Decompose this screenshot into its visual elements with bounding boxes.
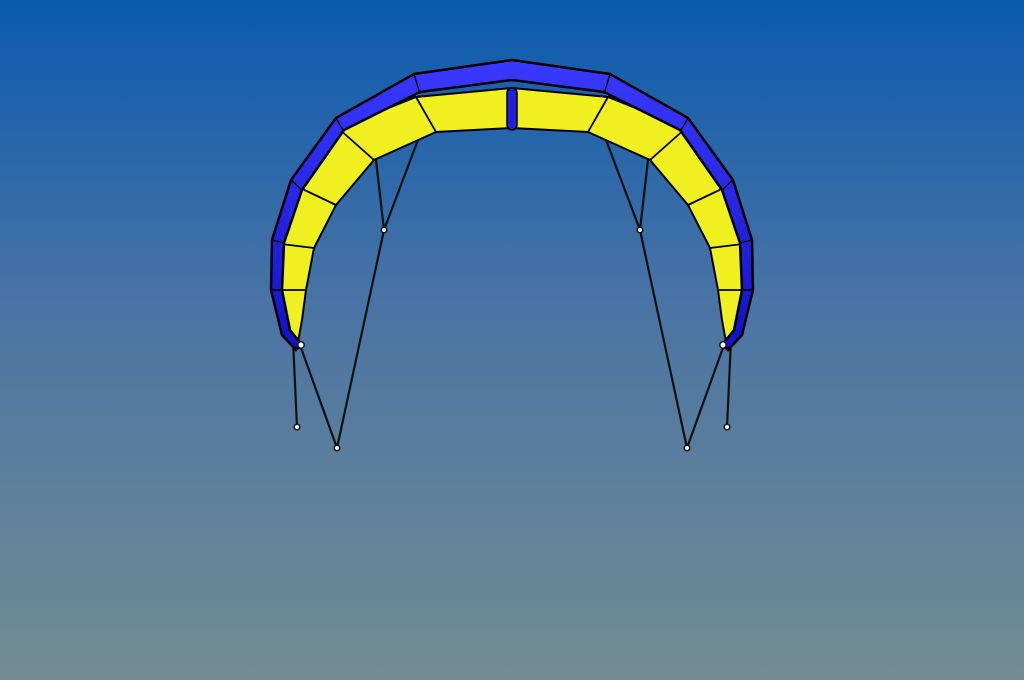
strut-r2 bbox=[649, 127, 687, 161]
seam-l4 bbox=[271, 239, 285, 244]
center-strut-tube bbox=[506, 87, 518, 131]
attachment-points bbox=[293, 226, 731, 452]
left-front-line bbox=[335, 229, 386, 449]
strut-r1 bbox=[587, 96, 609, 133]
seam-r4 bbox=[739, 239, 753, 244]
seam-l1 bbox=[413, 73, 421, 95]
strut-l1 bbox=[415, 96, 437, 133]
right-back-line-end bbox=[723, 423, 731, 431]
seam-r3 bbox=[721, 179, 734, 191]
left-back-line bbox=[291, 339, 299, 428]
left-wingtip-front-line bbox=[298, 344, 339, 449]
right-front-line bbox=[638, 229, 689, 449]
seam-l2 bbox=[335, 117, 345, 133]
right-back-line bbox=[725, 339, 733, 428]
seam-r2 bbox=[679, 117, 689, 133]
right-front-line-end bbox=[683, 444, 691, 452]
right-wingtip-front-line bbox=[685, 344, 726, 449]
right-wingtip-knot bbox=[719, 341, 727, 349]
seam-l3 bbox=[290, 179, 303, 191]
left-bridle-knot bbox=[380, 226, 388, 234]
right-bridle-knot bbox=[636, 226, 644, 234]
strut-l2 bbox=[337, 127, 375, 161]
kite-leading-edge bbox=[269, 58, 755, 352]
left-wingtip-knot bbox=[297, 341, 305, 349]
seam-r1 bbox=[603, 73, 611, 95]
left-back-line-end bbox=[293, 423, 301, 431]
left-front-line-end bbox=[333, 444, 341, 452]
